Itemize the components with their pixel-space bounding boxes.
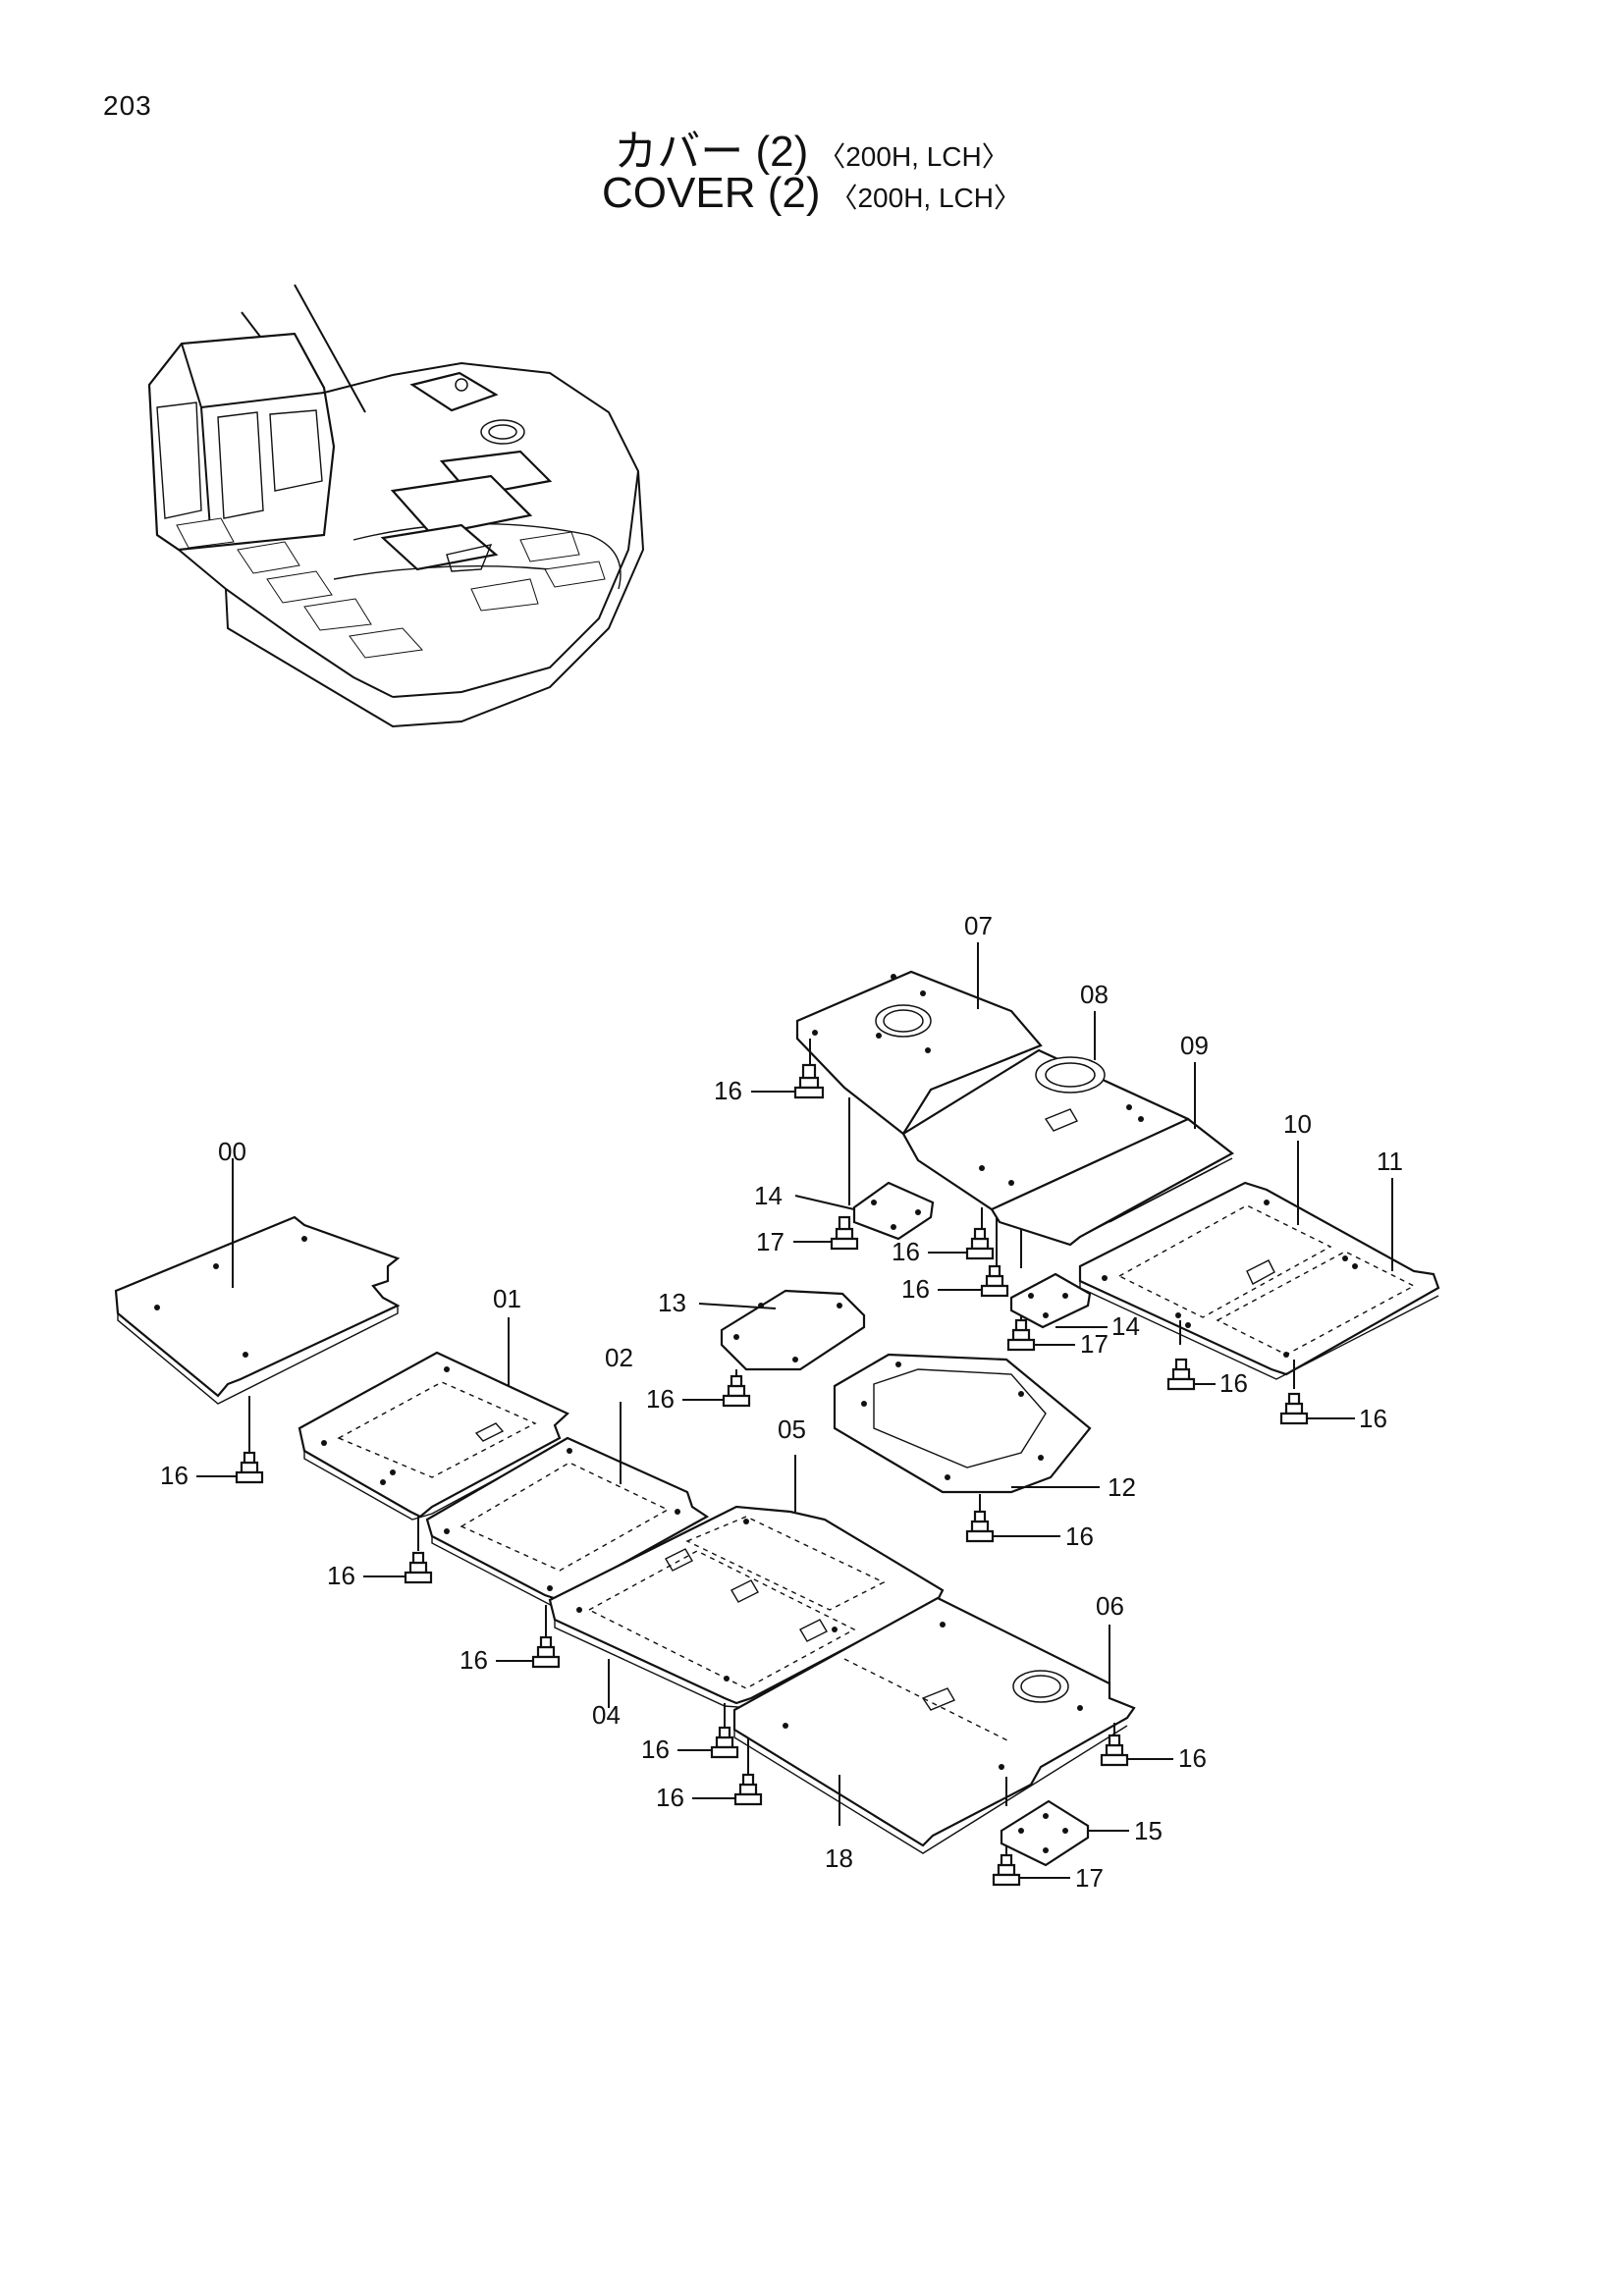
label-16-l: 16: [656, 1783, 684, 1812]
label-10: 10: [1283, 1109, 1312, 1139]
machine-overview-illustration: [147, 284, 645, 728]
label-16-e: 16: [1219, 1368, 1248, 1398]
label-12: 12: [1108, 1472, 1136, 1502]
label-17-a: 17: [756, 1227, 784, 1256]
cover-plate-10-11: [1078, 1141, 1440, 1389]
label-16-b: 16: [892, 1237, 920, 1266]
label-14-upper: 14: [754, 1181, 783, 1210]
label-11: 11: [1377, 1147, 1403, 1176]
cover-plate-12: [833, 1353, 1100, 1522]
cover-plate-01: [298, 1317, 569, 1551]
label-16-i: 16: [327, 1561, 355, 1590]
bolt-16-b: [928, 1227, 995, 1260]
bolt-16-e: [1166, 1358, 1216, 1391]
label-09: 09: [1180, 1031, 1209, 1060]
title-en-text: COVER (2): [602, 169, 821, 217]
label-15: 15: [1134, 1816, 1163, 1845]
bolt-16-l: [692, 1773, 763, 1806]
label-16-c: 16: [901, 1274, 930, 1304]
label-00: 00: [218, 1137, 246, 1166]
label-05: 05: [778, 1415, 806, 1444]
part-callouts: 00 01 02 05 04 06 18 07 08 09 10 11 12 1…: [160, 911, 1403, 1893]
label-01: 01: [493, 1284, 521, 1313]
title-japanese: カバー (2) 〈200H, LCH〉: [0, 116, 1623, 179]
label-14-lower: 14: [1111, 1311, 1140, 1341]
cover-plate-13: [698, 1289, 866, 1384]
bolt-17-a: [793, 1215, 859, 1251]
bolt-16-j: [496, 1635, 561, 1669]
cover-plate-14-upper: [794, 1181, 935, 1241]
title-jp-variant: 〈200H, LCH〉: [818, 141, 1009, 172]
bolt-16-d: [682, 1374, 751, 1408]
bolt-16-h: [196, 1451, 264, 1484]
label-06: 06: [1096, 1591, 1124, 1621]
label-16-j: 16: [460, 1645, 488, 1675]
title-en-variant: 〈200H, LCH〉: [830, 183, 1021, 213]
label-16-g: 16: [1065, 1522, 1094, 1551]
label-16-f: 16: [1359, 1404, 1387, 1433]
label-17-c: 17: [1075, 1863, 1104, 1893]
bolts: [196, 1063, 1355, 1887]
cover-plate-00: [114, 1158, 401, 1463]
bolt-16-m: [1100, 1734, 1173, 1767]
label-16-m: 16: [1178, 1743, 1207, 1773]
bolt-16-g: [965, 1510, 1060, 1543]
cover-plate-09: [990, 1062, 1234, 1247]
cover-plate-15: [1000, 1799, 1129, 1867]
title-jp-text: カバー (2): [614, 128, 809, 176]
bolt-16-i: [363, 1551, 433, 1584]
label-18: 18: [825, 1843, 853, 1873]
label-08: 08: [1080, 980, 1109, 1009]
bolt-16-f: [1279, 1392, 1355, 1425]
label-16-a: 16: [714, 1076, 742, 1105]
label-04: 04: [592, 1700, 621, 1730]
bolt-17-b: [1006, 1318, 1075, 1352]
bolt-16-c: [938, 1264, 1009, 1298]
cover-plate-04-05: [548, 1455, 945, 1737]
label-07: 07: [964, 911, 993, 940]
cover-plate-02: [425, 1402, 710, 1641]
label-17-b: 17: [1080, 1329, 1109, 1359]
bolt-17-c: [992, 1853, 1070, 1887]
label-16-h: 16: [160, 1461, 189, 1490]
label-13: 13: [658, 1288, 686, 1317]
title-english: COVER (2) 〈200H, LCH〉: [0, 169, 1623, 218]
label-16-k: 16: [641, 1735, 670, 1764]
page-number: 203: [103, 90, 152, 121]
bolt-16-a: [751, 1063, 825, 1099]
label-16-d: 16: [646, 1384, 675, 1414]
bolt-16-k: [677, 1726, 739, 1759]
label-02: 02: [605, 1343, 633, 1372]
